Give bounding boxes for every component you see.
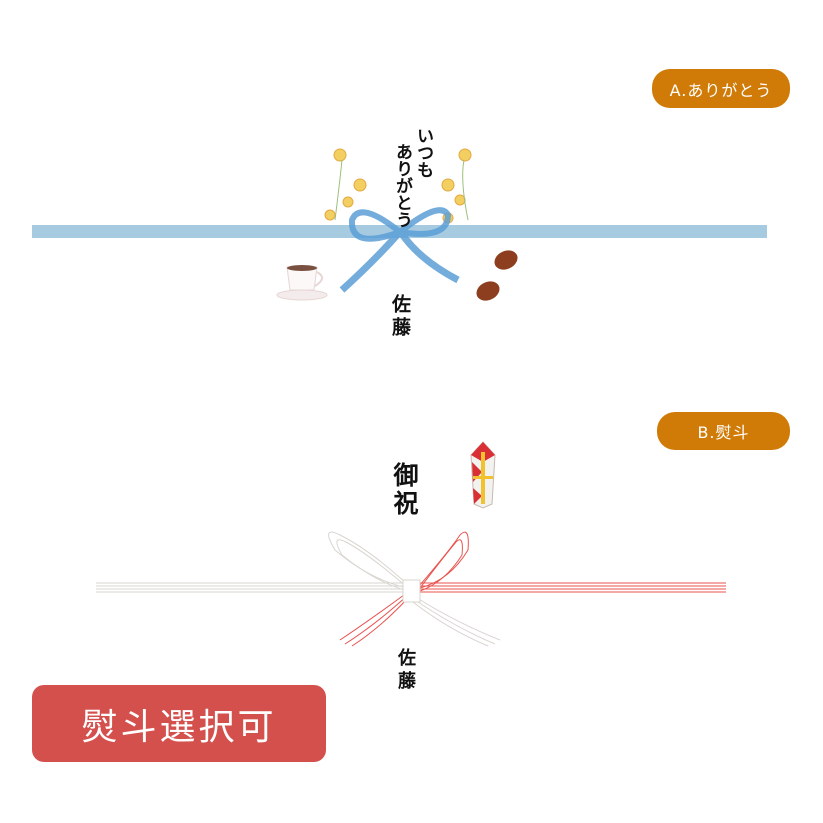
coffee-cup-icon	[276, 265, 328, 301]
noshi-selectable-banner: 熨斗選択可	[32, 685, 326, 762]
noshi-ornament-icon	[470, 441, 496, 509]
blue-bow-icon	[339, 207, 460, 293]
option-a-name: 佐藤	[389, 294, 411, 340]
message-line-1: いつも	[413, 127, 433, 178]
noshi-title: 御祝	[390, 462, 419, 518]
option-a-badge[interactable]: A.ありがとう	[652, 69, 790, 108]
flower-left-icon	[324, 148, 367, 221]
message-line-2: ありがとう	[392, 143, 412, 228]
option-b-name: 佐藤	[395, 648, 416, 694]
coffee-bean-icon	[476, 250, 518, 301]
mizuhiki-cord	[96, 531, 726, 647]
ribbon-illustration	[276, 148, 518, 301]
option-b-badge[interactable]: B.熨斗	[657, 412, 790, 450]
